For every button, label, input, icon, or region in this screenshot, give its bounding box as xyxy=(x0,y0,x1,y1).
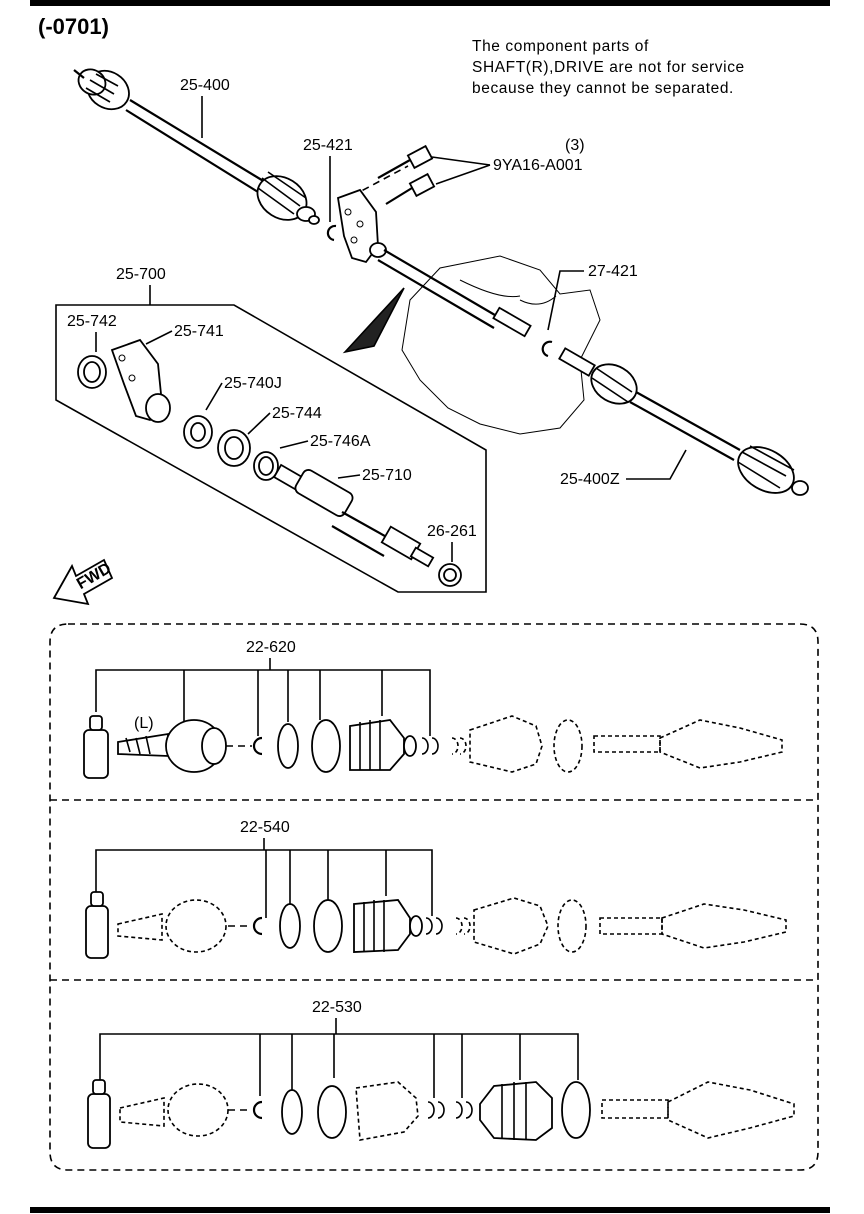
ring-25-746a[interactable] xyxy=(253,451,279,481)
service-note: The component parts of SHAFT(R),DRIVE ar… xyxy=(472,38,745,97)
kit-22-530[interactable] xyxy=(87,1033,795,1149)
snap-ring-27-421[interactable] xyxy=(541,340,553,358)
label-25-740j: 25-740J xyxy=(224,375,282,392)
svg-text:because they cannot be separat: because they cannot be separated. xyxy=(472,80,734,97)
label-25-744: 25-744 xyxy=(272,405,322,422)
label-25-742: 25-742 xyxy=(67,313,117,330)
label-25-710: 25-710 xyxy=(362,467,412,484)
drive-shaft-left-assembly[interactable] xyxy=(73,63,320,229)
label-26-261: 26-261 xyxy=(427,523,477,540)
grease-tube-icon xyxy=(85,905,109,959)
kit-22-540[interactable] xyxy=(85,849,787,959)
kit-22-620[interactable] xyxy=(83,669,783,779)
bottom-border xyxy=(30,1207,830,1213)
label-25-746a: 25-746A xyxy=(310,433,371,450)
top-border xyxy=(30,0,830,6)
fwd-arrow-icon: FWD xyxy=(52,558,114,606)
label-22-620: 22-620 xyxy=(246,639,296,656)
bearing-bracket[interactable] xyxy=(336,188,387,264)
label-22-540: 22-540 xyxy=(240,819,290,836)
seal-26-261[interactable] xyxy=(438,563,462,587)
bracket-25-741[interactable] xyxy=(110,338,171,423)
grease-tube-icon xyxy=(83,729,109,779)
boot-kit-panel xyxy=(49,623,819,1171)
joint-shaft-25-710[interactable] xyxy=(272,463,435,568)
label-27-421: 27-421 xyxy=(588,263,638,280)
direction-wedge xyxy=(342,287,405,354)
label-25-741: 25-741 xyxy=(174,323,224,340)
drive-shaft-right-assembly[interactable] xyxy=(558,347,809,502)
bolts-9ya16-a001[interactable] xyxy=(351,144,436,205)
label-25-400z: 25-400Z xyxy=(560,471,620,488)
svg-text:The component parts of: The component parts of xyxy=(472,38,649,55)
intermediate-shaft[interactable] xyxy=(377,249,532,338)
label-25-700: 25-700 xyxy=(116,266,166,283)
transmission-outline xyxy=(401,255,601,435)
oil-seal-25-742[interactable] xyxy=(77,355,107,389)
label-25-421: 25-421 xyxy=(303,137,353,154)
grease-tube-icon xyxy=(87,1093,111,1149)
label-9ya16-a001: 9YA16-A001 xyxy=(493,157,583,174)
label-bolt-qty: (3) xyxy=(565,137,585,154)
detail-box-25-700 xyxy=(55,304,487,593)
label-left-side: (L) xyxy=(134,715,154,732)
label-22-530: 22-530 xyxy=(312,999,362,1016)
snap-ring-25-421[interactable] xyxy=(326,224,337,242)
label-25-400: 25-400 xyxy=(180,77,230,94)
dust-seal-25-744[interactable] xyxy=(217,429,251,467)
svg-text:SHAFT(R),DRIVE are not for ser: SHAFT(R),DRIVE are not for service xyxy=(472,59,745,76)
bearing-25-740j[interactable] xyxy=(183,415,213,449)
range-label: (-0701) xyxy=(38,14,109,39)
